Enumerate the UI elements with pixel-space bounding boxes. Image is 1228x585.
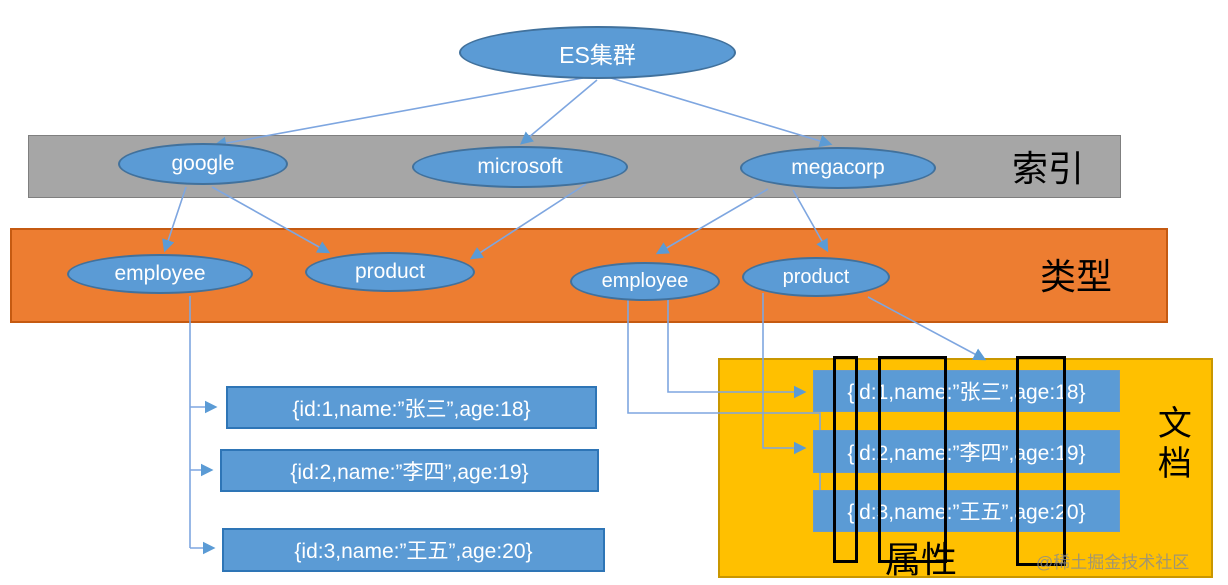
index-node-megacorp: megacorp [740,147,936,189]
type-node-product-google: product [305,252,475,292]
es-cluster-node: ES集群 [459,26,736,79]
type-band-label: 类型 [1040,257,1113,297]
document-box: {id:1,name:”张三”,age:18} [226,386,597,429]
type-node-label: employee [601,270,689,292]
watermark: @稀土掘金技术社区 [1036,553,1190,572]
type-node-employee-megacorp: employee [570,262,720,301]
es-cluster-label: ES集群 [559,41,636,68]
index-node-label: google [171,152,235,175]
index-node-microsoft: microsoft [412,146,628,188]
type-node-product-megacorp: product [742,257,890,297]
type-node-label: product [354,260,426,283]
document-row: {id:3,name:”王五”,age:20} [813,490,1120,532]
document-box: {id:3,name:”王五”,age:20} [222,528,605,572]
document-panel-label: 文档 [1152,405,1190,485]
index-node-label: megacorp [791,156,885,179]
index-band-label: 索引 [1012,149,1085,189]
type-node-label: employee [114,262,206,285]
document-row: {id:1,name:”张三”,age:18} [813,370,1120,412]
type-node-label: product [782,265,850,288]
attribute-highlight-name [878,356,947,563]
document-box: {id:2,name:”李四”,age:19} [220,449,599,492]
type-node-employee-google: employee [67,254,253,294]
attribute-highlight-id [833,356,858,563]
attribute-label: 属性 [885,540,958,580]
index-node-label: microsoft [477,155,563,178]
index-node-google: google [118,143,288,185]
attribute-highlight-age [1016,356,1066,566]
document-row: {id:2,name:”李四”,age:19} [813,430,1120,473]
